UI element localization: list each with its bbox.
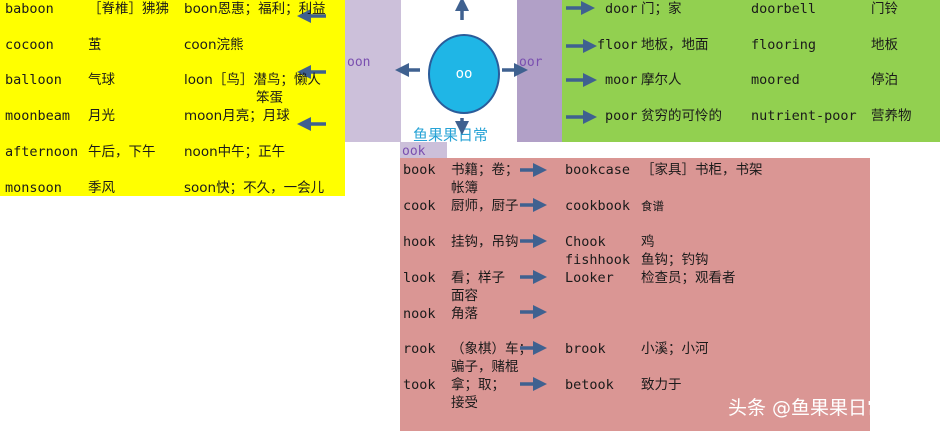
oon-header-panel [345,0,401,142]
ook-header-panel [400,142,447,160]
oon-meaning: 月光 [88,108,115,124]
ook-word: took [403,377,436,393]
ook-derived-word: Chook [565,234,606,250]
oon-word: baboon [5,1,54,17]
oor-derived-word: moored [751,72,800,88]
oon-root: coon浣熊 [184,37,244,53]
oor-word: floor [597,37,638,53]
ook-derived-word: Looker [565,270,614,286]
oon-root: noon中午；正午 [184,144,286,160]
ook-derived-meaning: 小溪；小河 [641,341,709,357]
oor-word: poor [605,108,638,124]
oor-derived-word: flooring [751,37,817,53]
ook-word: look [403,270,436,286]
ook-meaning: 拿；取； [451,377,505,393]
ook-word: book [403,162,436,178]
oon-meaning: 季风 [88,180,115,196]
oon-word: cocoon [5,37,54,53]
ook-word: hook [403,234,436,250]
ook-word: nook [403,306,436,322]
ook-meaning-cont: 骗子，赌棍 [451,359,519,375]
ook-derived-meaning: 鸡 [641,234,655,250]
ook-derived-word: brook [565,341,606,357]
ook-derived-meaning: 鱼钩；钓钩 [641,252,709,268]
ook-derived-word: bookcase [565,162,631,178]
oor-meaning: 摩尔人 [641,72,682,88]
oon-root: moon月亮；月球 [184,108,290,124]
center-node-label: oo [455,66,473,82]
oon-root-cont: 笨蛋 [256,90,283,106]
oon-label: oon [347,55,371,70]
ook-meaning: （象棋）车； [451,341,532,357]
watermark: 头条 @鱼果果日常 [728,397,887,419]
ook-meaning: 书籍；卷； [451,162,519,178]
ook-derived-meaning: 致力于 [641,377,682,393]
oon-meaning: 茧 [88,37,102,53]
oon-panel [0,0,345,196]
oor-derived-meaning: 地板 [871,37,898,53]
ook-panel [400,158,870,431]
ook-meaning-cont: 面容 [451,288,478,304]
oor-meaning: 门；家 [641,1,682,17]
center-title: 鱼果果日常 [413,126,489,144]
oor-derived-meaning: 停泊 [871,72,898,88]
ook-meaning: 角落 [451,306,478,322]
oon-word: afternoon [5,144,79,160]
ook-meaning: 厨师，厨子 [451,198,519,214]
oor-derived-word: doorbell [751,1,817,17]
oon-root: soon快；不久，一会儿 [184,180,325,196]
oor-meaning: 贫穷的可怜的 [641,108,722,124]
oon-meaning: 午后，下午 [88,144,156,160]
oon-meaning: 气球 [88,72,115,88]
oor-derived-meaning: 门铃 [871,1,898,17]
oon-root: boon恩惠；福利；利益 [184,1,326,17]
ook-derived-word: fishhook [565,252,631,268]
oor-derived-meaning: 营养物 [871,108,912,124]
ook-label: ook [402,144,426,159]
oor-derived-word: nutrient-poor [751,108,857,124]
oon-word: moonbeam [5,108,71,124]
ook-meaning: 看；样子 [451,270,505,286]
oon-meaning: ［脊椎］狒狒 [88,1,169,17]
oon-root: loon［鸟］潜鸟；懒人 [184,72,321,88]
ook-meaning-cont: 帐簿 [451,180,478,196]
oor-panel [562,0,940,142]
oor-word: door [605,1,638,17]
ook-derived-meaning: ［家具］书柜，书架 [641,162,763,178]
ook-word: cook [403,198,436,214]
center-node: oo [428,34,500,114]
ook-derived-meaning: 食谱 [641,199,664,213]
oor-meaning: 地板，地面 [641,37,709,53]
oon-word: balloon [5,72,62,88]
ook-derived-meaning: 检查员；观看者 [641,270,736,286]
ook-derived-word: cookbook [565,198,631,214]
ook-word: rook [403,341,436,357]
ook-derived-word: betook [565,377,614,393]
ook-meaning-cont: 接受 [451,395,478,411]
oon-word: monsoon [5,180,62,196]
oor-word: moor [605,72,638,88]
ook-meaning: 挂钩，吊钩 [451,234,519,250]
